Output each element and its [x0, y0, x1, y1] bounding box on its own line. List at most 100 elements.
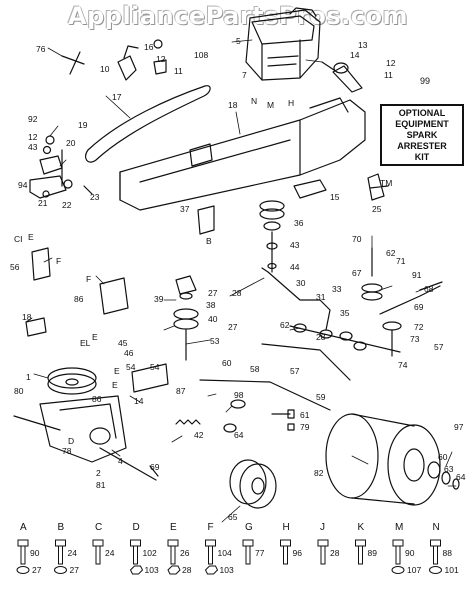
callout: 5 — [236, 36, 241, 46]
bolt-head-icon — [17, 539, 29, 547]
hardware-key-item: J28 — [317, 522, 340, 565]
callout: 2 — [96, 468, 101, 478]
callout: 62 — [280, 320, 290, 330]
cross-shaft — [289, 323, 401, 353]
key-part-number: 89 — [368, 548, 378, 558]
bolt-shank-icon — [170, 545, 176, 565]
callout: 43 — [28, 142, 38, 152]
key-letter: B — [58, 522, 65, 533]
callout: 40 — [208, 314, 218, 324]
callout: CI — [14, 234, 23, 244]
callout: 56 — [10, 262, 20, 272]
nut-icon — [129, 565, 144, 575]
callout: 81 — [96, 480, 106, 490]
bracket-56 — [31, 247, 51, 281]
hardware-key-item: C 24 — [92, 522, 115, 565]
callout: 76 — [36, 44, 46, 54]
callout: 17 — [112, 92, 122, 102]
shift-shaft — [261, 267, 331, 331]
bolt-head-icon — [92, 539, 104, 547]
key-letter: J — [320, 522, 325, 533]
callout: 72 — [414, 322, 424, 332]
callout-labels: 76 16 12 10 11 108 5 7 13 14 12 11 17 18… — [10, 36, 466, 522]
key-letter: C — [95, 522, 102, 533]
kit-line: OPTIONAL — [398, 107, 446, 118]
key-part-number: 88 — [443, 548, 453, 558]
throttle-bracket — [61, 39, 167, 81]
callout: 67 — [352, 268, 362, 278]
engine-pulley — [259, 200, 285, 273]
callout: 87 — [176, 386, 186, 396]
kit-line: SPARK — [406, 129, 438, 140]
transaxle — [13, 395, 157, 481]
callout: 46 — [124, 348, 134, 358]
callout: 60 — [438, 452, 448, 462]
key-sub-number: 101 — [445, 565, 459, 575]
washer-icon — [54, 566, 67, 574]
kit-line: KIT — [414, 151, 430, 162]
clip-18 — [25, 317, 47, 337]
axle-82 — [149, 465, 159, 477]
bracket-37 — [197, 205, 215, 235]
callout: 37 — [180, 204, 190, 214]
bolt-shank-icon — [395, 545, 401, 565]
hardware-key-item: G77 — [242, 522, 265, 565]
callout: E — [112, 380, 118, 390]
callout: 94 — [18, 180, 28, 190]
callout: 69 — [150, 462, 160, 472]
key-part-number: 26 — [180, 548, 190, 558]
callout: 63 — [444, 464, 454, 474]
key-sub-number: 27 — [32, 565, 42, 575]
brake-linkage — [29, 135, 93, 199]
bolt-head-icon — [317, 539, 329, 547]
hub-parts — [223, 399, 246, 433]
callout: H — [288, 98, 294, 108]
bolt-head-icon — [355, 539, 366, 547]
callout: 58 — [250, 364, 260, 374]
key-sub-number: 103 — [220, 565, 234, 575]
callout: 27 — [228, 322, 238, 332]
callout: 62 — [386, 248, 396, 258]
callout: B — [206, 236, 212, 246]
callout: EL — [80, 338, 91, 348]
spark-arrester-kit-box: OPTIONAL EQUIPMENT SPARK ARRESTER KIT — [380, 104, 464, 166]
callout: 74 — [398, 360, 408, 370]
callout: 12 — [386, 58, 396, 68]
callout: 86 — [74, 294, 84, 304]
rear-wheel — [325, 413, 441, 506]
callout: F — [56, 256, 61, 266]
callout: 14 — [134, 396, 144, 406]
key-sub-number: 107 — [407, 565, 421, 575]
spring — [175, 419, 201, 425]
callout: 82 — [314, 468, 324, 478]
key-part-number: 90 — [30, 548, 40, 558]
key-letter: M — [395, 522, 403, 533]
idler-pulley — [173, 275, 199, 361]
bracket-25 — [367, 173, 389, 201]
bolt-head-icon — [130, 539, 141, 547]
callout: 73 — [410, 334, 420, 344]
washer-icon — [16, 566, 30, 574]
callout: 23 — [90, 192, 100, 202]
bolt-shank-icon — [20, 545, 26, 565]
key-sub-number: 28 — [182, 565, 192, 575]
engine-assembly — [245, 7, 321, 81]
key-part-number: 96 — [293, 548, 303, 558]
muffler — [321, 61, 363, 93]
bracket-86 — [99, 277, 129, 315]
callout: 1 — [26, 372, 31, 382]
key-letter: F — [208, 522, 214, 533]
bolt-head-icon — [430, 539, 441, 547]
callout: 35 — [340, 308, 350, 318]
callout: 45 — [118, 338, 128, 348]
bolt-shank-icon — [283, 545, 288, 565]
callout: 11 — [384, 70, 393, 80]
callout: 38 — [206, 300, 216, 310]
key-part-number: 24 — [105, 548, 115, 558]
key-letter: D — [133, 522, 140, 533]
